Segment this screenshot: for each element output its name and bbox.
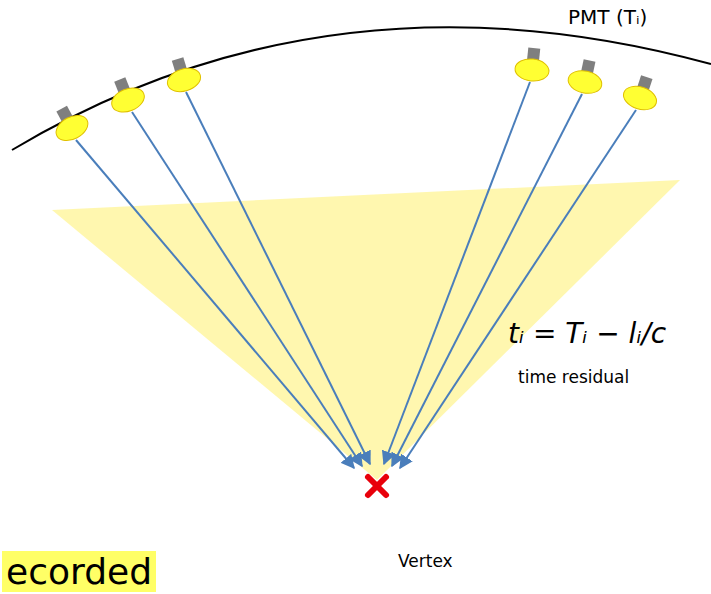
equation-caption: time residual [518,368,629,388]
photon-paths [76,82,636,468]
pmt-array [47,46,663,145]
detector-wall [12,27,711,150]
detector-label: PMT (Tᵢ) [568,6,647,29]
light-cone [52,180,680,480]
highlighted-text: ecorded [2,551,156,592]
vertex-cross [368,477,386,495]
time-residual-equation: tᵢ = Tᵢ − lᵢ/c [508,318,666,350]
vertex-label: Vertex [398,552,453,572]
